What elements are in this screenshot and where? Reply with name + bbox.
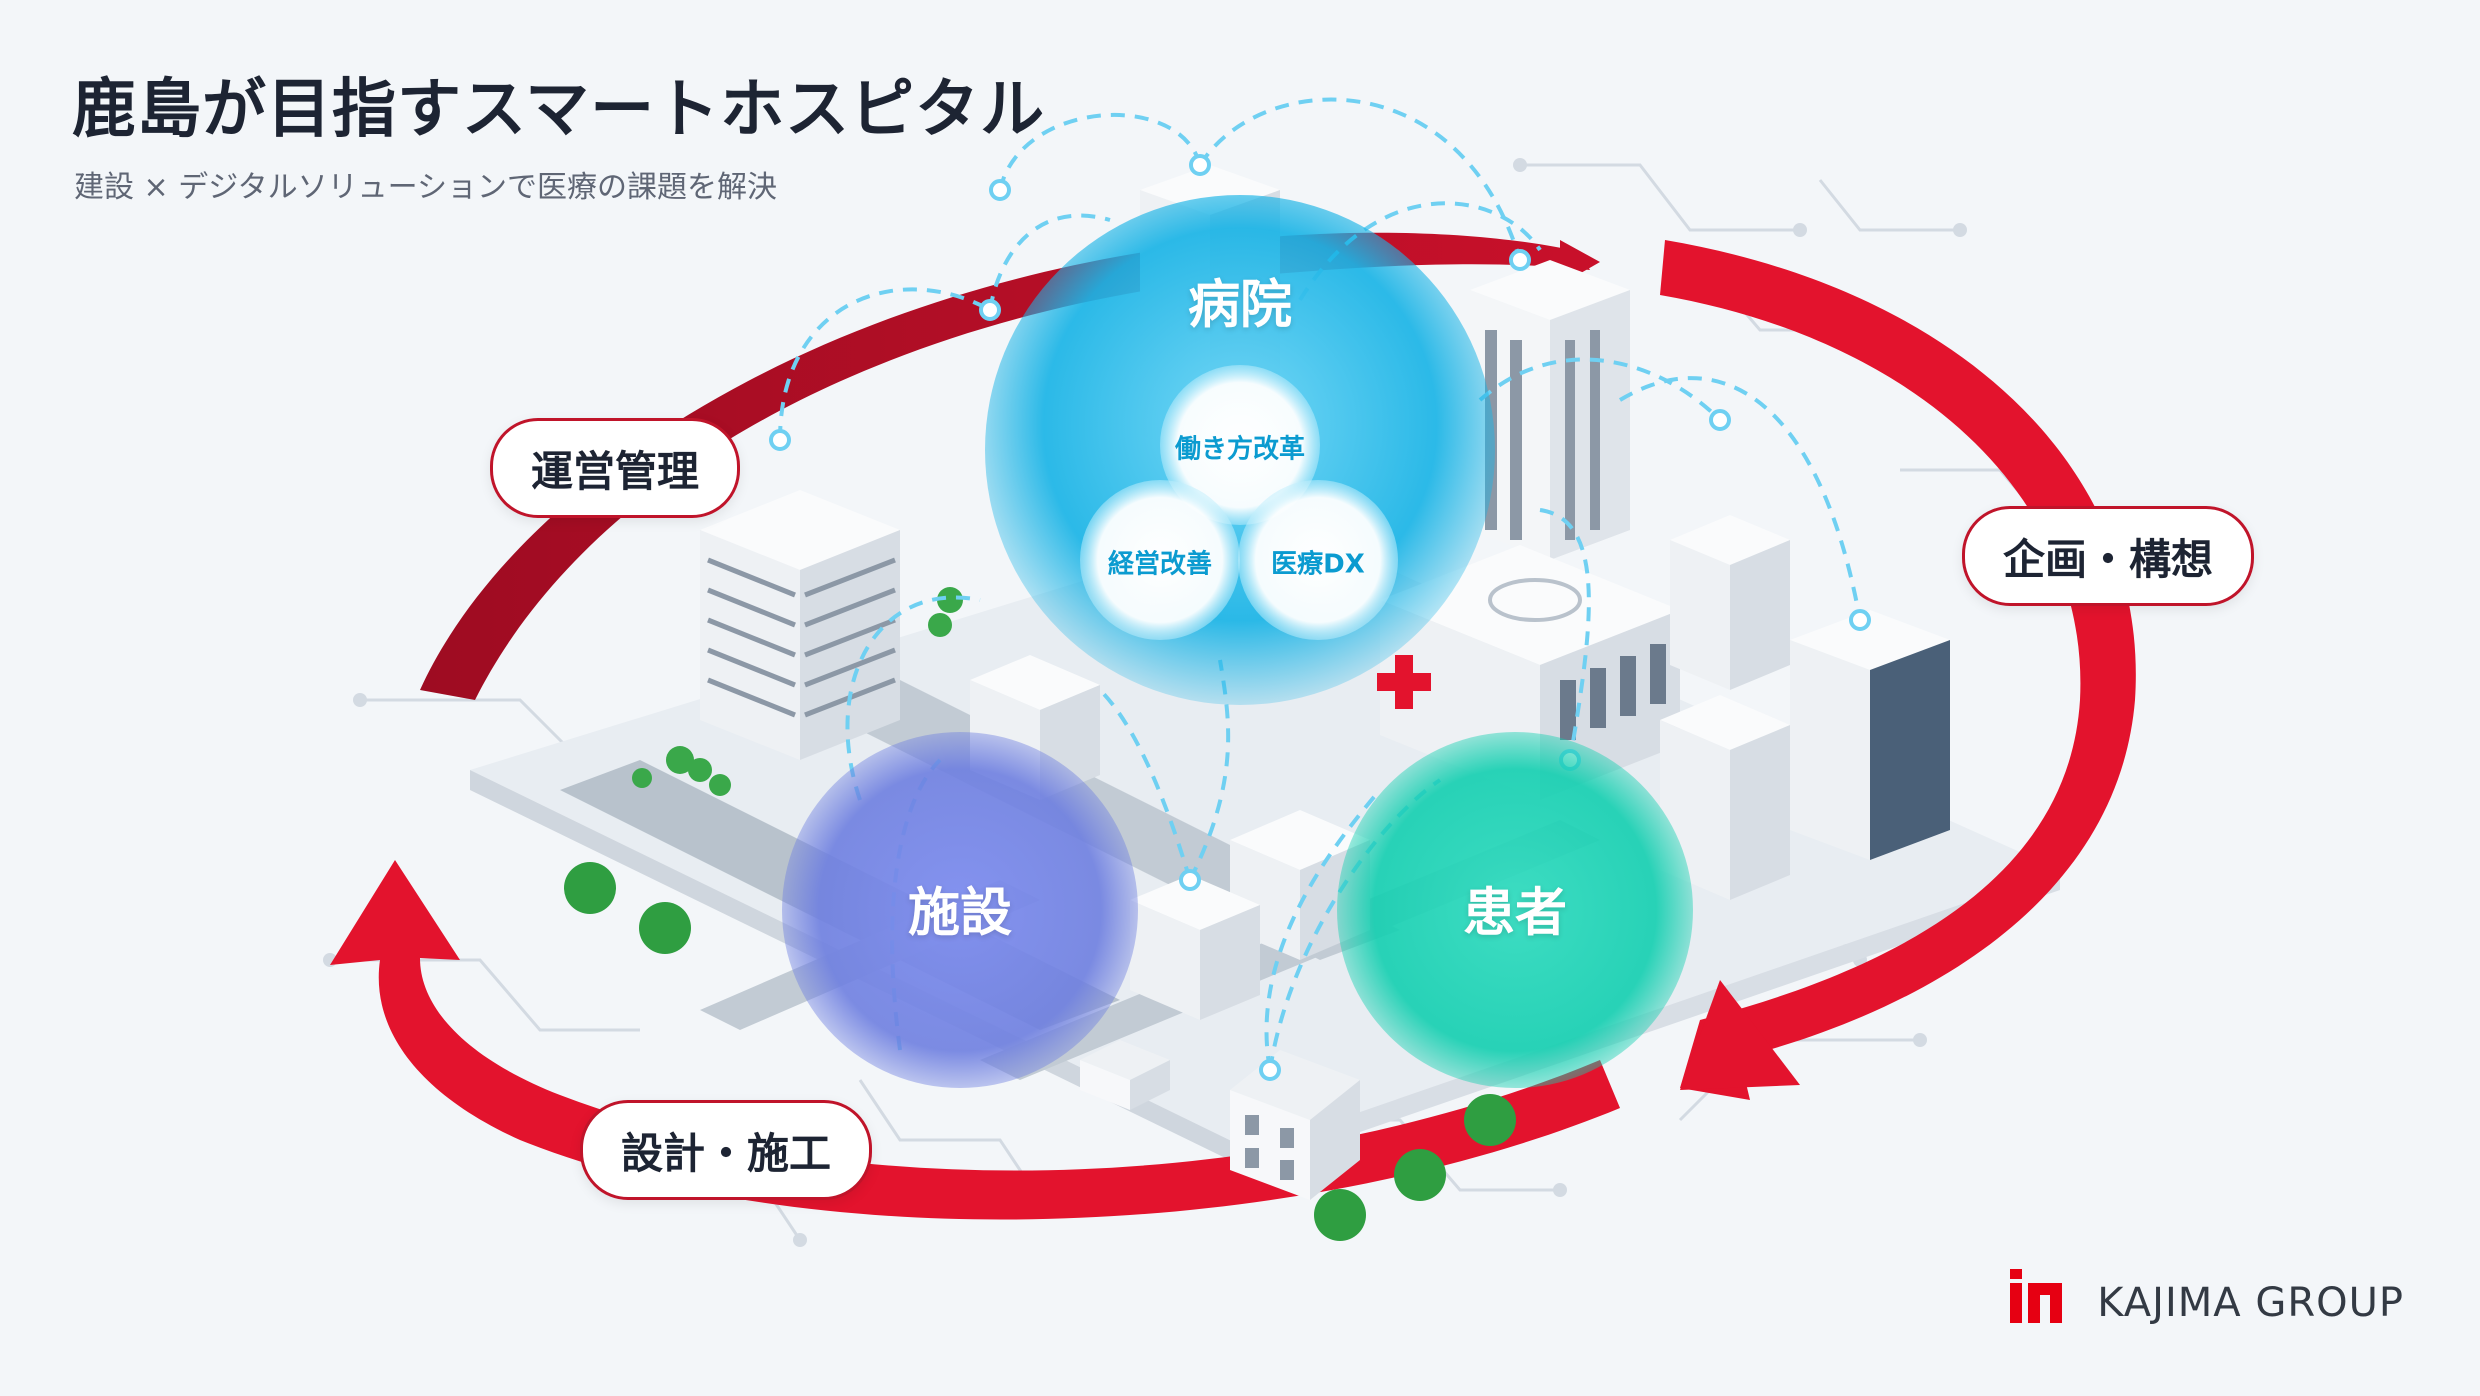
sub-bubble-work-style [1160, 365, 1320, 525]
building-glass-tower [1790, 610, 1950, 860]
bubble-label-hospital: 病院 [1187, 275, 1293, 336]
page-title: 鹿島が目指すスマートホスピタル [72, 73, 1046, 147]
stage-label-design: 設計・施工 [580, 1100, 873, 1200]
sub-bubble-management [1080, 480, 1240, 640]
sub-bubble-medical-dx [1238, 480, 1398, 640]
sub-label-medical-dx: 医療DX [1271, 549, 1365, 580]
bubble-label-patient: 患者 [1462, 883, 1568, 944]
bubble-facility [782, 732, 1138, 1088]
cycle-arrow-planning [1660, 240, 2136, 1100]
hospital-cross-icon [1377, 655, 1431, 709]
building-hut [1080, 1040, 1170, 1110]
trees [564, 587, 1516, 1241]
logo-text: KAJIMA GROUP [2097, 1280, 2404, 1326]
stage-label-operation: 運営管理 [490, 418, 741, 518]
building-office-left [700, 490, 900, 760]
sub-label-work-style: 働き方改革 [1174, 434, 1306, 465]
kajima-logo-icon [2010, 1269, 2062, 1323]
page-subtitle: 建設 × デジタルソリューションで医療の課題を解決 [74, 170, 778, 205]
building-tower-right [1470, 260, 1630, 560]
kajima-logo: KAJIMA GROUP [2097, 1280, 2404, 1326]
stage-label-planning: 企画・構想 [1962, 506, 2255, 606]
bubble-label-facility: 施設 [907, 883, 1013, 944]
bubble-patient [1337, 732, 1693, 1088]
sub-label-management: 経営改善 [1107, 549, 1213, 580]
building-small-right [1670, 515, 1790, 690]
